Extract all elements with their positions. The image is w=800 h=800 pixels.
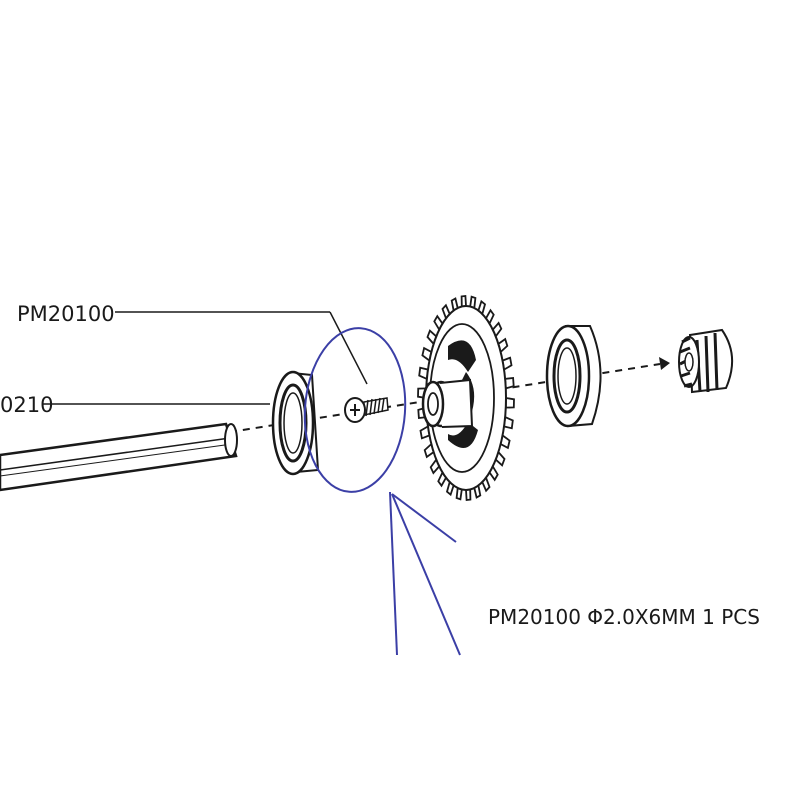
highlight-circle (303, 327, 407, 493)
callout-label-pm20100: PM20100 (17, 302, 115, 326)
highlight-arrow-shaft (389, 491, 398, 656)
callout-label-0210: 0210 (0, 393, 53, 417)
pinion-gear (678, 328, 733, 394)
highlight-arrow-head (391, 493, 457, 543)
spec-note: PM20100 Φ2.0X6MM 1 PCS (488, 605, 760, 629)
shaft (0, 422, 238, 492)
axis-arrowhead (659, 357, 670, 370)
bearing-right (545, 324, 602, 428)
gear-tooth (504, 396, 515, 409)
bearing-left (271, 370, 320, 476)
highlight-arrow-side (391, 493, 461, 656)
leader-pm20100-diag (329, 311, 368, 385)
highlight-annotation (303, 327, 461, 656)
gear-tooth (465, 488, 472, 501)
gear-tooth (460, 295, 467, 308)
gear (417, 295, 515, 501)
screw (344, 397, 389, 423)
